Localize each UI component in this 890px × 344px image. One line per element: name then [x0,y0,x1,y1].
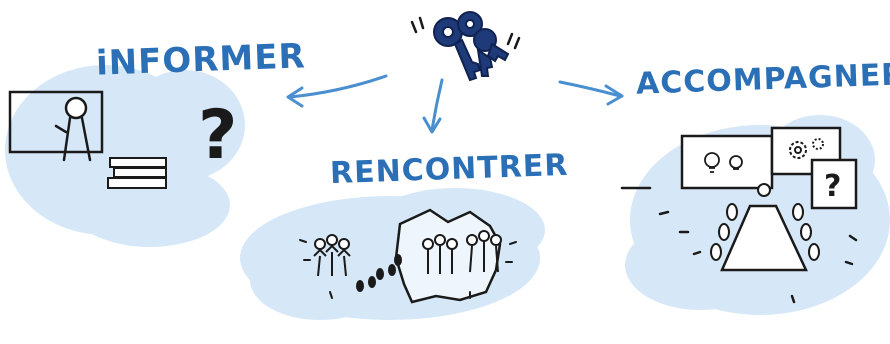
question-icon: ? [198,96,237,175]
idea-board [682,136,772,188]
informer-label: iNFORMER [95,36,306,83]
people-group-icon-map [423,235,457,274]
arrows [288,76,622,132]
keys-icon [434,12,508,80]
books-icon [108,158,166,188]
arrow-to-informer [290,76,386,97]
question-icon-small: ? [824,169,841,204]
